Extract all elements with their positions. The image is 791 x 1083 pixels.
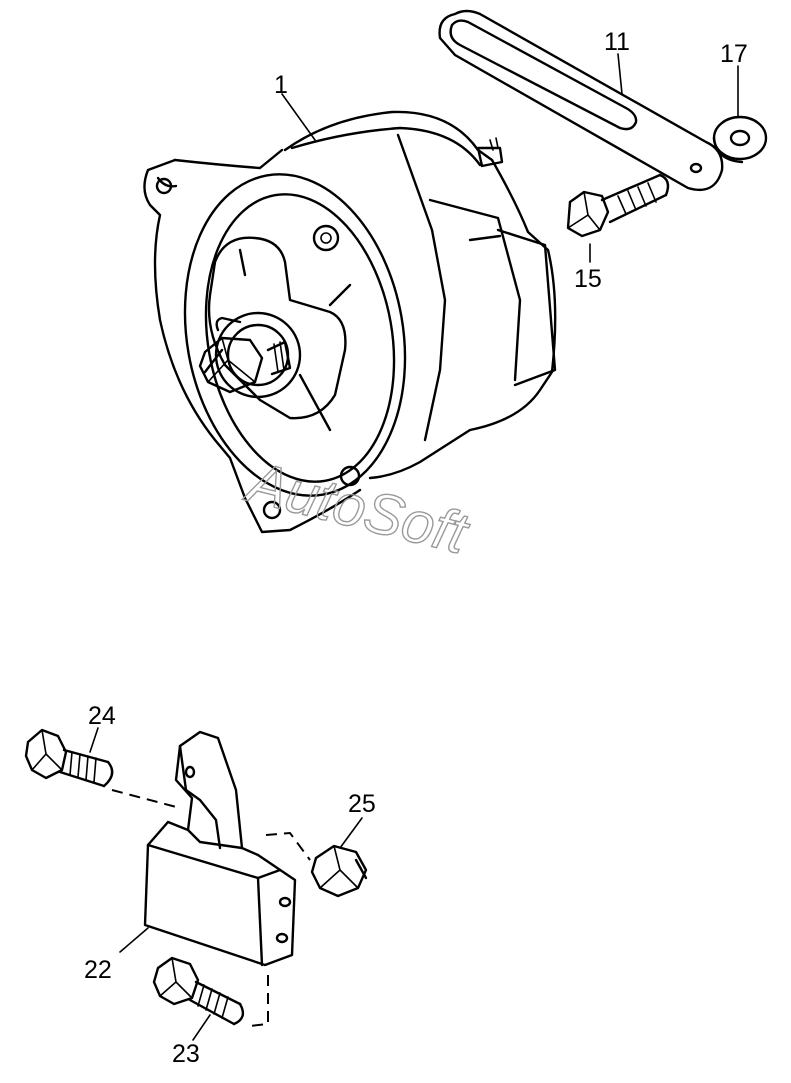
callout-22: 22 xyxy=(84,956,112,984)
callout-labels: 1 11 17 15 24 25 22 23 xyxy=(84,28,748,1068)
bolt-24 xyxy=(24,728,114,788)
nut-25 xyxy=(310,844,368,898)
callout-23: 23 xyxy=(172,1040,200,1068)
alternator xyxy=(143,110,557,534)
bolt-15 xyxy=(566,173,670,238)
callout-11: 11 xyxy=(604,28,630,56)
bracket xyxy=(143,730,297,967)
bolt-23 xyxy=(152,956,245,1026)
assembly-lines xyxy=(111,789,311,1027)
washer xyxy=(712,115,768,164)
leader-lines xyxy=(89,53,739,1041)
watermark-text: AutoSoft xyxy=(239,449,476,567)
adjusting-strap xyxy=(438,9,724,192)
callout-15: 15 xyxy=(574,265,602,293)
watermark: AutoSoft xyxy=(238,448,477,568)
callout-17: 17 xyxy=(720,40,748,68)
callout-25: 25 xyxy=(348,790,376,818)
callout-24: 24 xyxy=(88,702,116,730)
callout-1: 1 xyxy=(274,71,288,99)
